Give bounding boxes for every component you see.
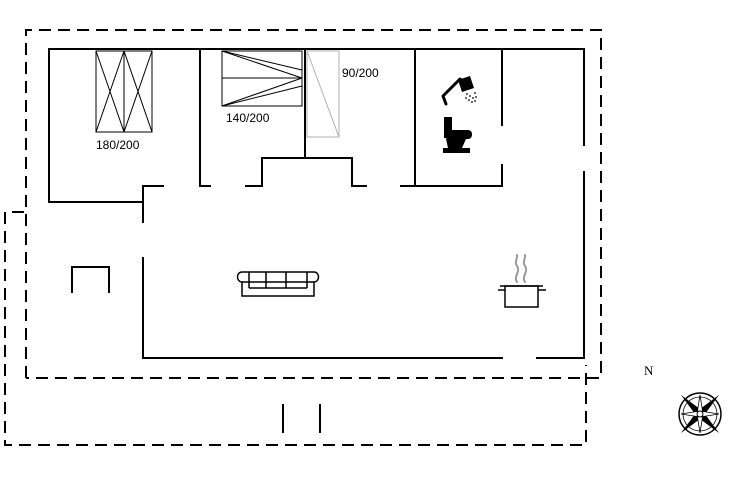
- sofa-icon: [236, 271, 320, 297]
- medium-bed-label: 140/200: [226, 111, 270, 125]
- cooking-pot-icon: [498, 285, 546, 308]
- walls: [48, 48, 585, 433]
- medium-bed: [221, 50, 303, 107]
- steam-icon: [514, 254, 528, 283]
- lower-boundary: [4, 211, 587, 446]
- single-bed-label: 90/200: [342, 66, 379, 80]
- compass-rose-icon: [678, 392, 722, 436]
- double-bed-label: 180/200: [96, 138, 140, 152]
- toilet-icon: [443, 117, 472, 153]
- upper-boundary: [25, 29, 602, 379]
- double-bed: [95, 50, 153, 133]
- table-icon: [71, 266, 110, 293]
- dashed-boundaries: [4, 29, 602, 446]
- single-bed: [306, 50, 340, 138]
- shower-icon: [441, 76, 477, 106]
- compass-north-label: N: [644, 363, 654, 378]
